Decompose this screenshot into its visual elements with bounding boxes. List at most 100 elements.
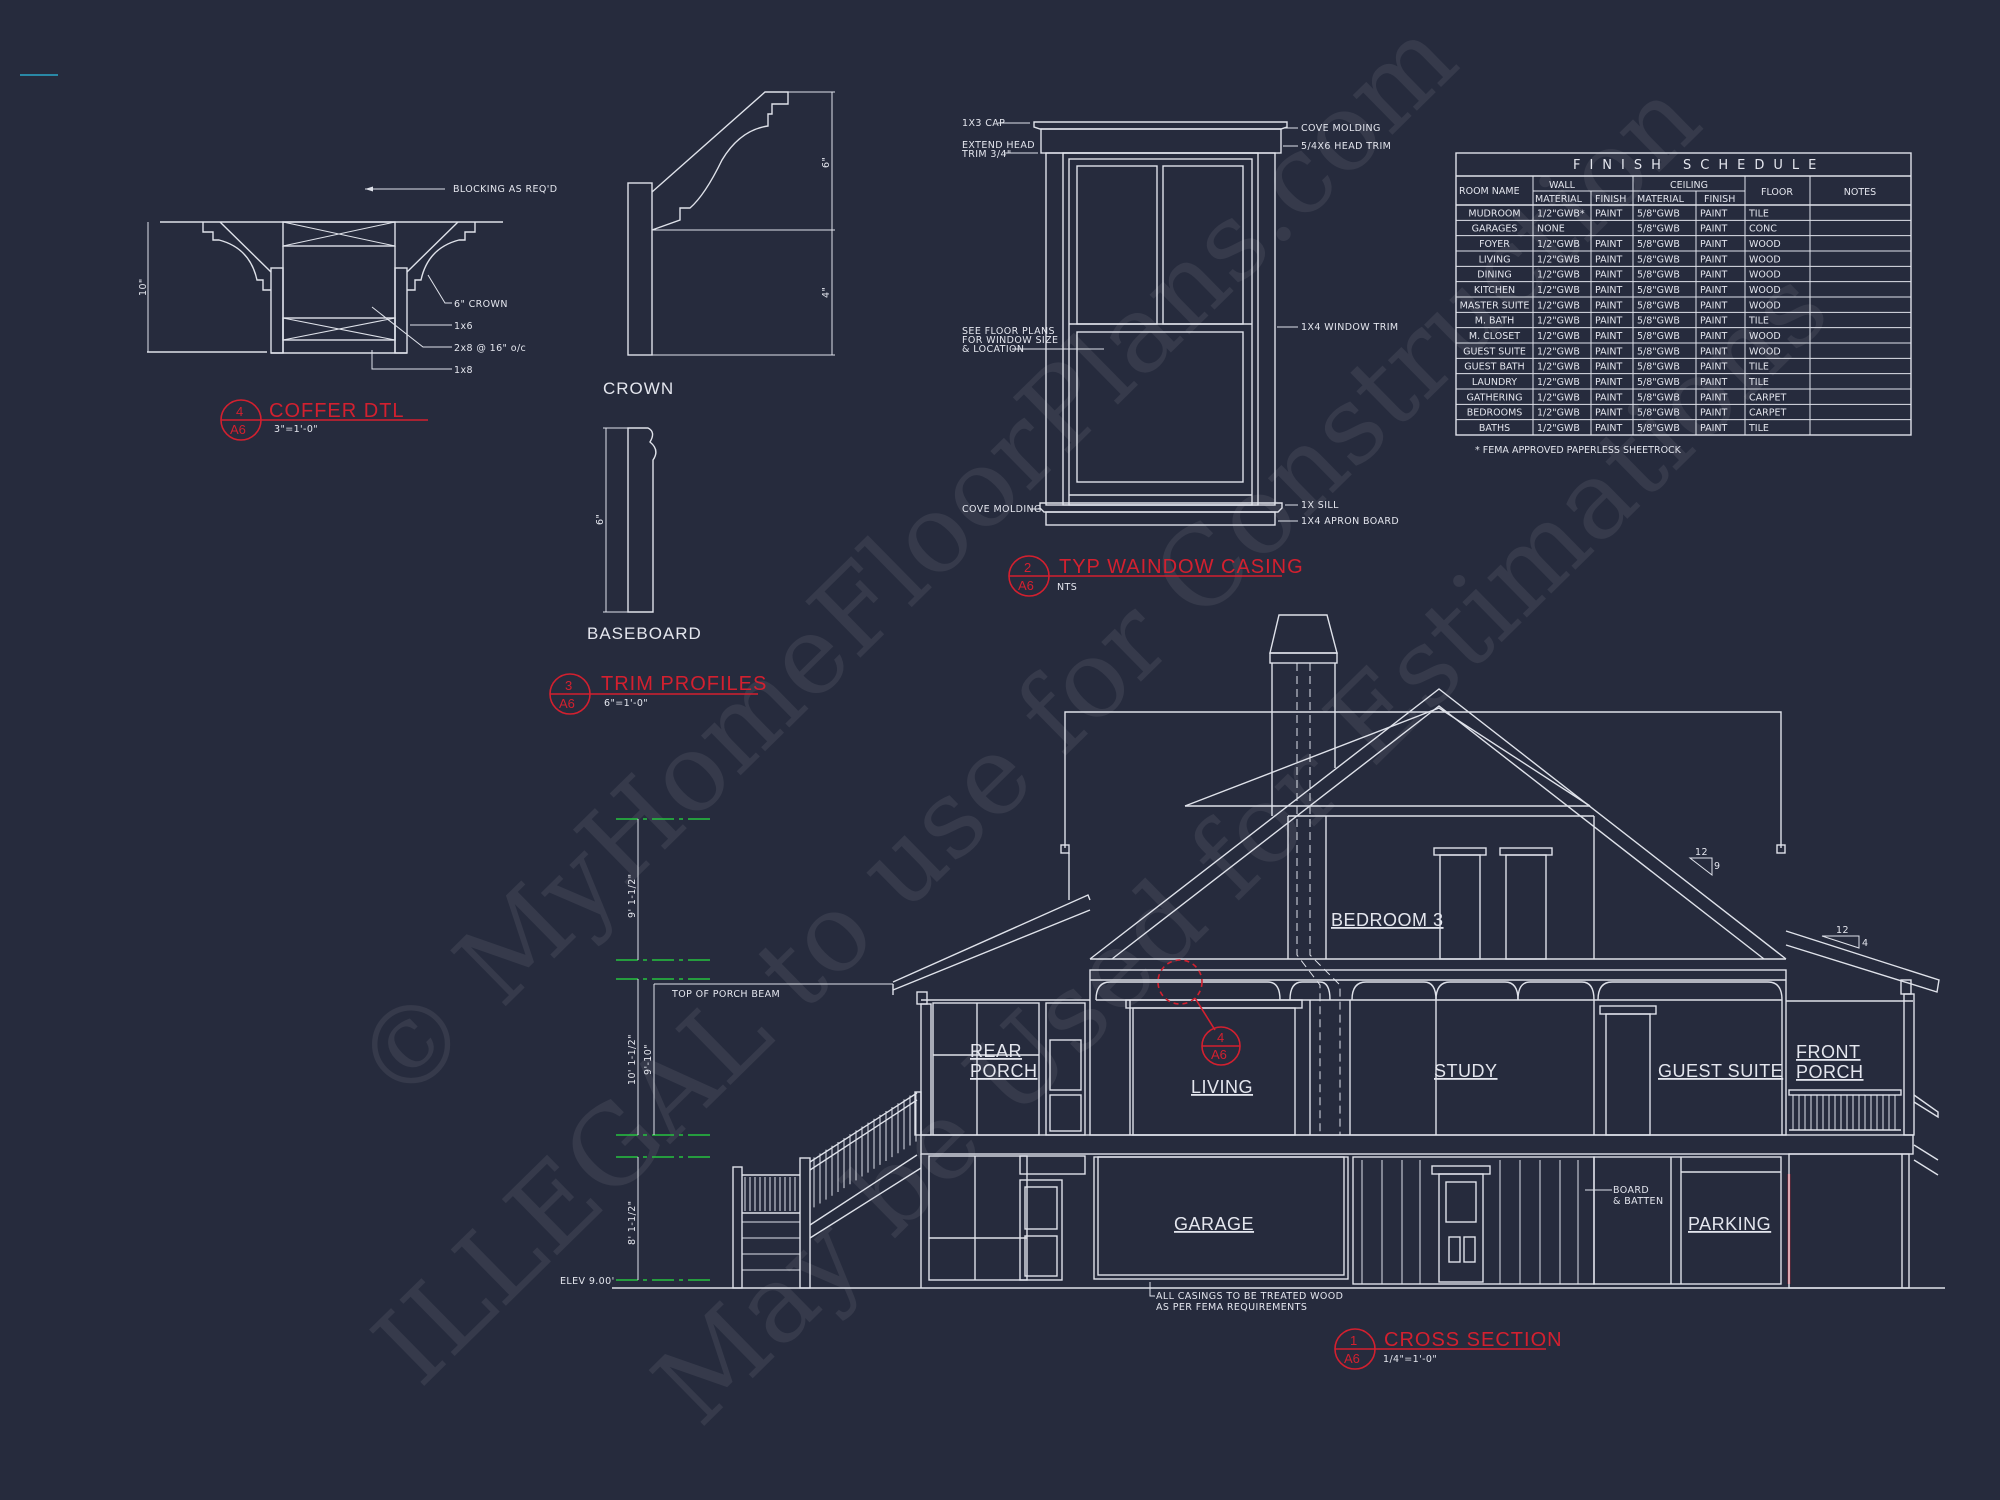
schedule-cell: WOOD — [1749, 270, 1781, 281]
schedule-cell: TILE — [1748, 423, 1769, 434]
note-2x8: 2x8 @ 16" o/c — [454, 343, 526, 354]
schedule-cell: BATHS — [1479, 423, 1510, 434]
schedule-cell: WOOD — [1749, 254, 1781, 265]
schedule-cell: 5/8"GWB — [1637, 300, 1680, 311]
schedule-cell: GARAGES — [1472, 224, 1518, 235]
schedule-cell: PAINT — [1700, 224, 1728, 235]
slope-rise-2: 4 — [1862, 938, 1868, 949]
schedule-cell: WOOD — [1749, 331, 1781, 342]
schedule-cell: FOYER — [1479, 239, 1510, 250]
crown-label: CROWN — [603, 379, 674, 398]
schedule-cell: PAINT — [1700, 239, 1728, 250]
coffer-dimension: 10" — [138, 278, 149, 296]
note-6in-crown: 6" CROWN — [454, 299, 508, 310]
board-batten-note-2: & BATTEN — [1613, 1196, 1663, 1207]
detail-ref-number: 4 — [1217, 1030, 1224, 1045]
schedule-cell: 5/8"GWB — [1637, 331, 1680, 342]
dim-upper: 9' 1-1/2" — [627, 874, 638, 918]
schedule-cell: PAINT — [1700, 270, 1728, 281]
section-callout-number: 1 — [1350, 1333, 1357, 1348]
slope-run-2: 12 — [1836, 925, 1849, 936]
coffer-callout-sheet: A6 — [230, 422, 246, 437]
note-1x3-cap: 1X3 CAP — [962, 118, 1005, 129]
finish-schedule: FINISH SCHEDULE ROOM NAME WALL CEILING M… — [1455, 152, 1912, 456]
note-cove-molding-top: COVE MOLDING — [1301, 123, 1381, 134]
board-and-batten — [1361, 1160, 1579, 1284]
header-ceiling-finish: FINISH — [1704, 194, 1735, 205]
schedule-cell: PAINT — [1700, 362, 1728, 373]
schedule-cell: 1/2"GWB* — [1537, 208, 1585, 219]
coffer-scale: 3"=1'-0" — [274, 424, 318, 435]
coffer-title: COFFER DTL — [269, 400, 405, 422]
schedule-cell: PAINT — [1700, 285, 1728, 296]
schedule-cell: PAINT — [1700, 316, 1728, 327]
baseboard-label: BASEBOARD — [587, 624, 702, 643]
schedule-cell: PAINT — [1595, 300, 1623, 311]
trim-title: TRIM PROFILES — [601, 673, 767, 695]
schedule-cell: WOOD — [1749, 285, 1781, 296]
schedule-cell: 1/2"GWB — [1537, 377, 1580, 388]
schedule-cell: WOOD — [1749, 346, 1781, 357]
schedule-cell: 5/8"GWB — [1637, 392, 1680, 403]
schedule-cell: MASTER SUITE — [1460, 300, 1530, 311]
note-see-floor-plans: SEE FLOOR PLANS — [962, 326, 1055, 337]
schedule-cell: TILE — [1748, 377, 1769, 388]
room-front-porch-1: FRONT — [1796, 1042, 1861, 1062]
schedule-title: FINISH SCHEDULE — [1573, 158, 1825, 173]
schedule-cell: PAINT — [1595, 377, 1623, 388]
level-markers — [616, 818, 893, 1281]
schedule-cell: CARPET — [1749, 408, 1786, 419]
elevation-label: ELEV 9.00' — [560, 1276, 615, 1287]
schedule-cell: WOOD — [1749, 239, 1781, 250]
crown-dim-4in: 4" — [821, 287, 832, 298]
coffer-detail: 10" BLOCKING AS REQ'D 6" CROWN 1x6 2x8 @… — [138, 184, 557, 441]
schedule-cell: TILE — [1748, 362, 1769, 373]
room-guest-suite: GUEST SUITE — [1658, 1061, 1783, 1081]
window-scale: NTS — [1057, 582, 1077, 593]
schedule-cell: MUDROOM — [1468, 208, 1520, 219]
room-bedroom-3: BEDROOM 3 — [1331, 910, 1444, 930]
schedule-cell: CARPET — [1749, 392, 1786, 403]
schedule-cell: PAINT — [1595, 208, 1623, 219]
window-callout-number: 2 — [1024, 560, 1031, 575]
note-cove-molding-bottom: COVE MOLDING — [962, 504, 1042, 515]
room-front-porch-2: PORCH — [1796, 1062, 1864, 1082]
header-notes: NOTES — [1844, 187, 1876, 198]
note-apron-board: 1X4 APRON BOARD — [1301, 516, 1399, 527]
room-garage: GARAGE — [1174, 1214, 1254, 1234]
schedule-cell: PAINT — [1595, 285, 1623, 296]
schedule-cell: PAINT — [1700, 254, 1728, 265]
schedule-cell: PAINT — [1595, 239, 1623, 250]
schedule-cell: BEDROOMS — [1467, 408, 1523, 419]
schedule-cell: PAINT — [1700, 377, 1728, 388]
note-1x6: 1x6 — [454, 321, 473, 332]
schedule-cell: 1/2"GWB — [1537, 270, 1580, 281]
schedule-cell: WOOD — [1749, 300, 1781, 311]
header-ceiling: CEILING — [1670, 180, 1708, 191]
schedule-cell: 5/8"GWB — [1637, 285, 1680, 296]
schedule-cell: PAINT — [1700, 392, 1728, 403]
schedule-cell: 5/8"GWB — [1637, 239, 1680, 250]
schedule-cell: LIVING — [1479, 254, 1511, 265]
schedule-cell: PAINT — [1700, 208, 1728, 219]
window-title: TYP WAINDOW CASING — [1059, 556, 1304, 578]
schedule-cell: PAINT — [1595, 423, 1623, 434]
watermark: © MyHomeFloorPlans.com ILLEGAL to use fo… — [331, 0, 1852, 1449]
schedule-cell: PAINT — [1595, 270, 1623, 281]
schedule-cell: TILE — [1748, 316, 1769, 327]
schedule-cell: GUEST SUITE — [1463, 346, 1526, 357]
header-wall: WALL — [1549, 180, 1576, 191]
schedule-cell: 1/2"GWB — [1537, 316, 1580, 327]
schedule-cell: PAINT — [1700, 346, 1728, 357]
window-casing-detail: 1X3 CAP EXTEND HEAD TRIM 3/4" SEE FLOOR … — [961, 118, 1399, 597]
header-wall-material: MATERIAL — [1535, 194, 1583, 205]
schedule-cell: 5/8"GWB — [1637, 270, 1680, 281]
dim-porch: 9'-10" — [643, 1044, 654, 1075]
room-living: LIVING — [1191, 1077, 1253, 1097]
note-window-trim: 1X4 WINDOW TRIM — [1301, 322, 1399, 333]
section-scale: 1/4"=1'-0" — [1383, 1354, 1437, 1365]
detail-ref-sheet: A6 — [1211, 1047, 1227, 1062]
schedule-cell: PAINT — [1700, 423, 1728, 434]
slope-run-1: 12 — [1695, 847, 1708, 858]
header-floor: FLOOR — [1761, 187, 1793, 198]
